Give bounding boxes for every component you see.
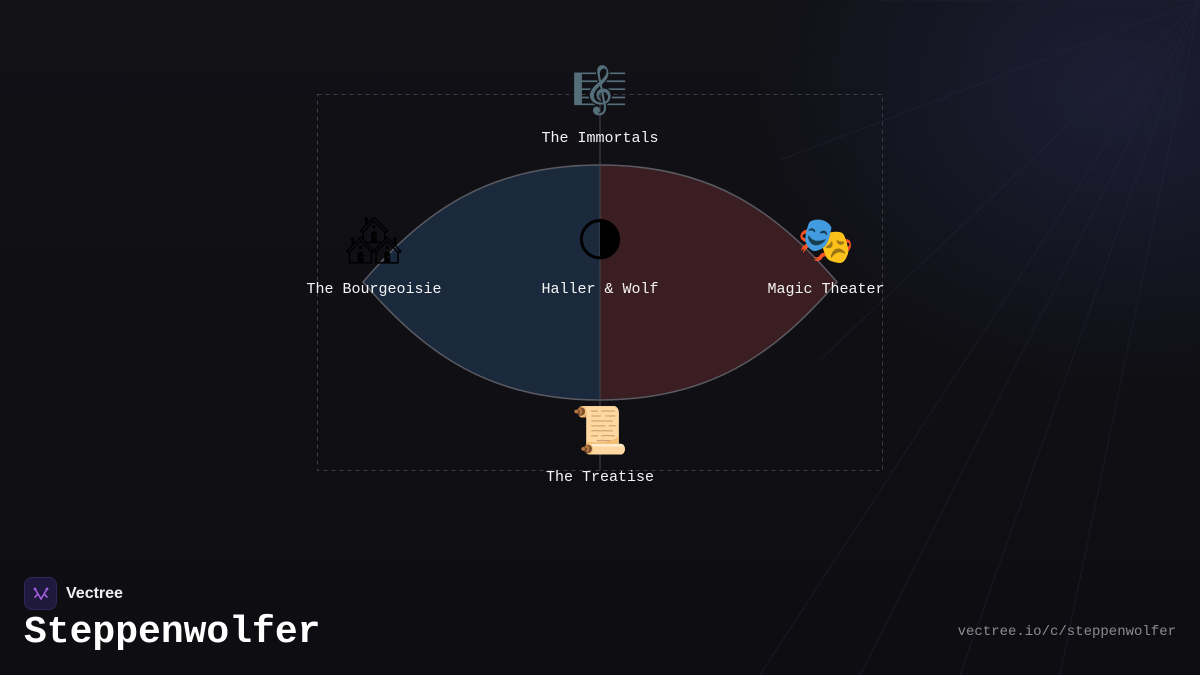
brand-name: Vectree [66, 584, 123, 602]
scroll-icon: 📜 [571, 403, 628, 457]
theater-masks-icon: 🎭 [797, 213, 854, 267]
half-moon-icon: 🌗 [576, 213, 624, 267]
musical-score-icon: 🎼 [571, 63, 628, 117]
page-title: Steppenwolfer [24, 611, 321, 654]
right-half-lens [600, 165, 837, 400]
node-treatise: 📜 The Treatise [546, 403, 654, 486]
houses-icon: 🏘 [345, 213, 403, 267]
node-magic-theater: 🎭 Magic Theater [767, 213, 884, 298]
node-label: The Bourgeoisie [306, 281, 441, 298]
node-label: Haller & Wolf [541, 281, 658, 298]
node-label: The Immortals [541, 130, 658, 147]
node-immortals: 🎼 The Immortals [541, 63, 658, 147]
source-url: vectree.io/c/steppenwolfer [957, 624, 1176, 640]
brand: Vectree [24, 577, 123, 610]
node-haller-wolf: 🌗 Haller & Wolf [541, 213, 658, 298]
left-half-lens [363, 165, 600, 400]
vectree-logo-icon [24, 577, 57, 610]
lens-outline [362, 164, 838, 401]
node-label: Magic Theater [767, 281, 884, 298]
node-bourgeoisie: 🏘 The Bourgeoisie [306, 213, 441, 298]
node-label: The Treatise [546, 469, 654, 486]
